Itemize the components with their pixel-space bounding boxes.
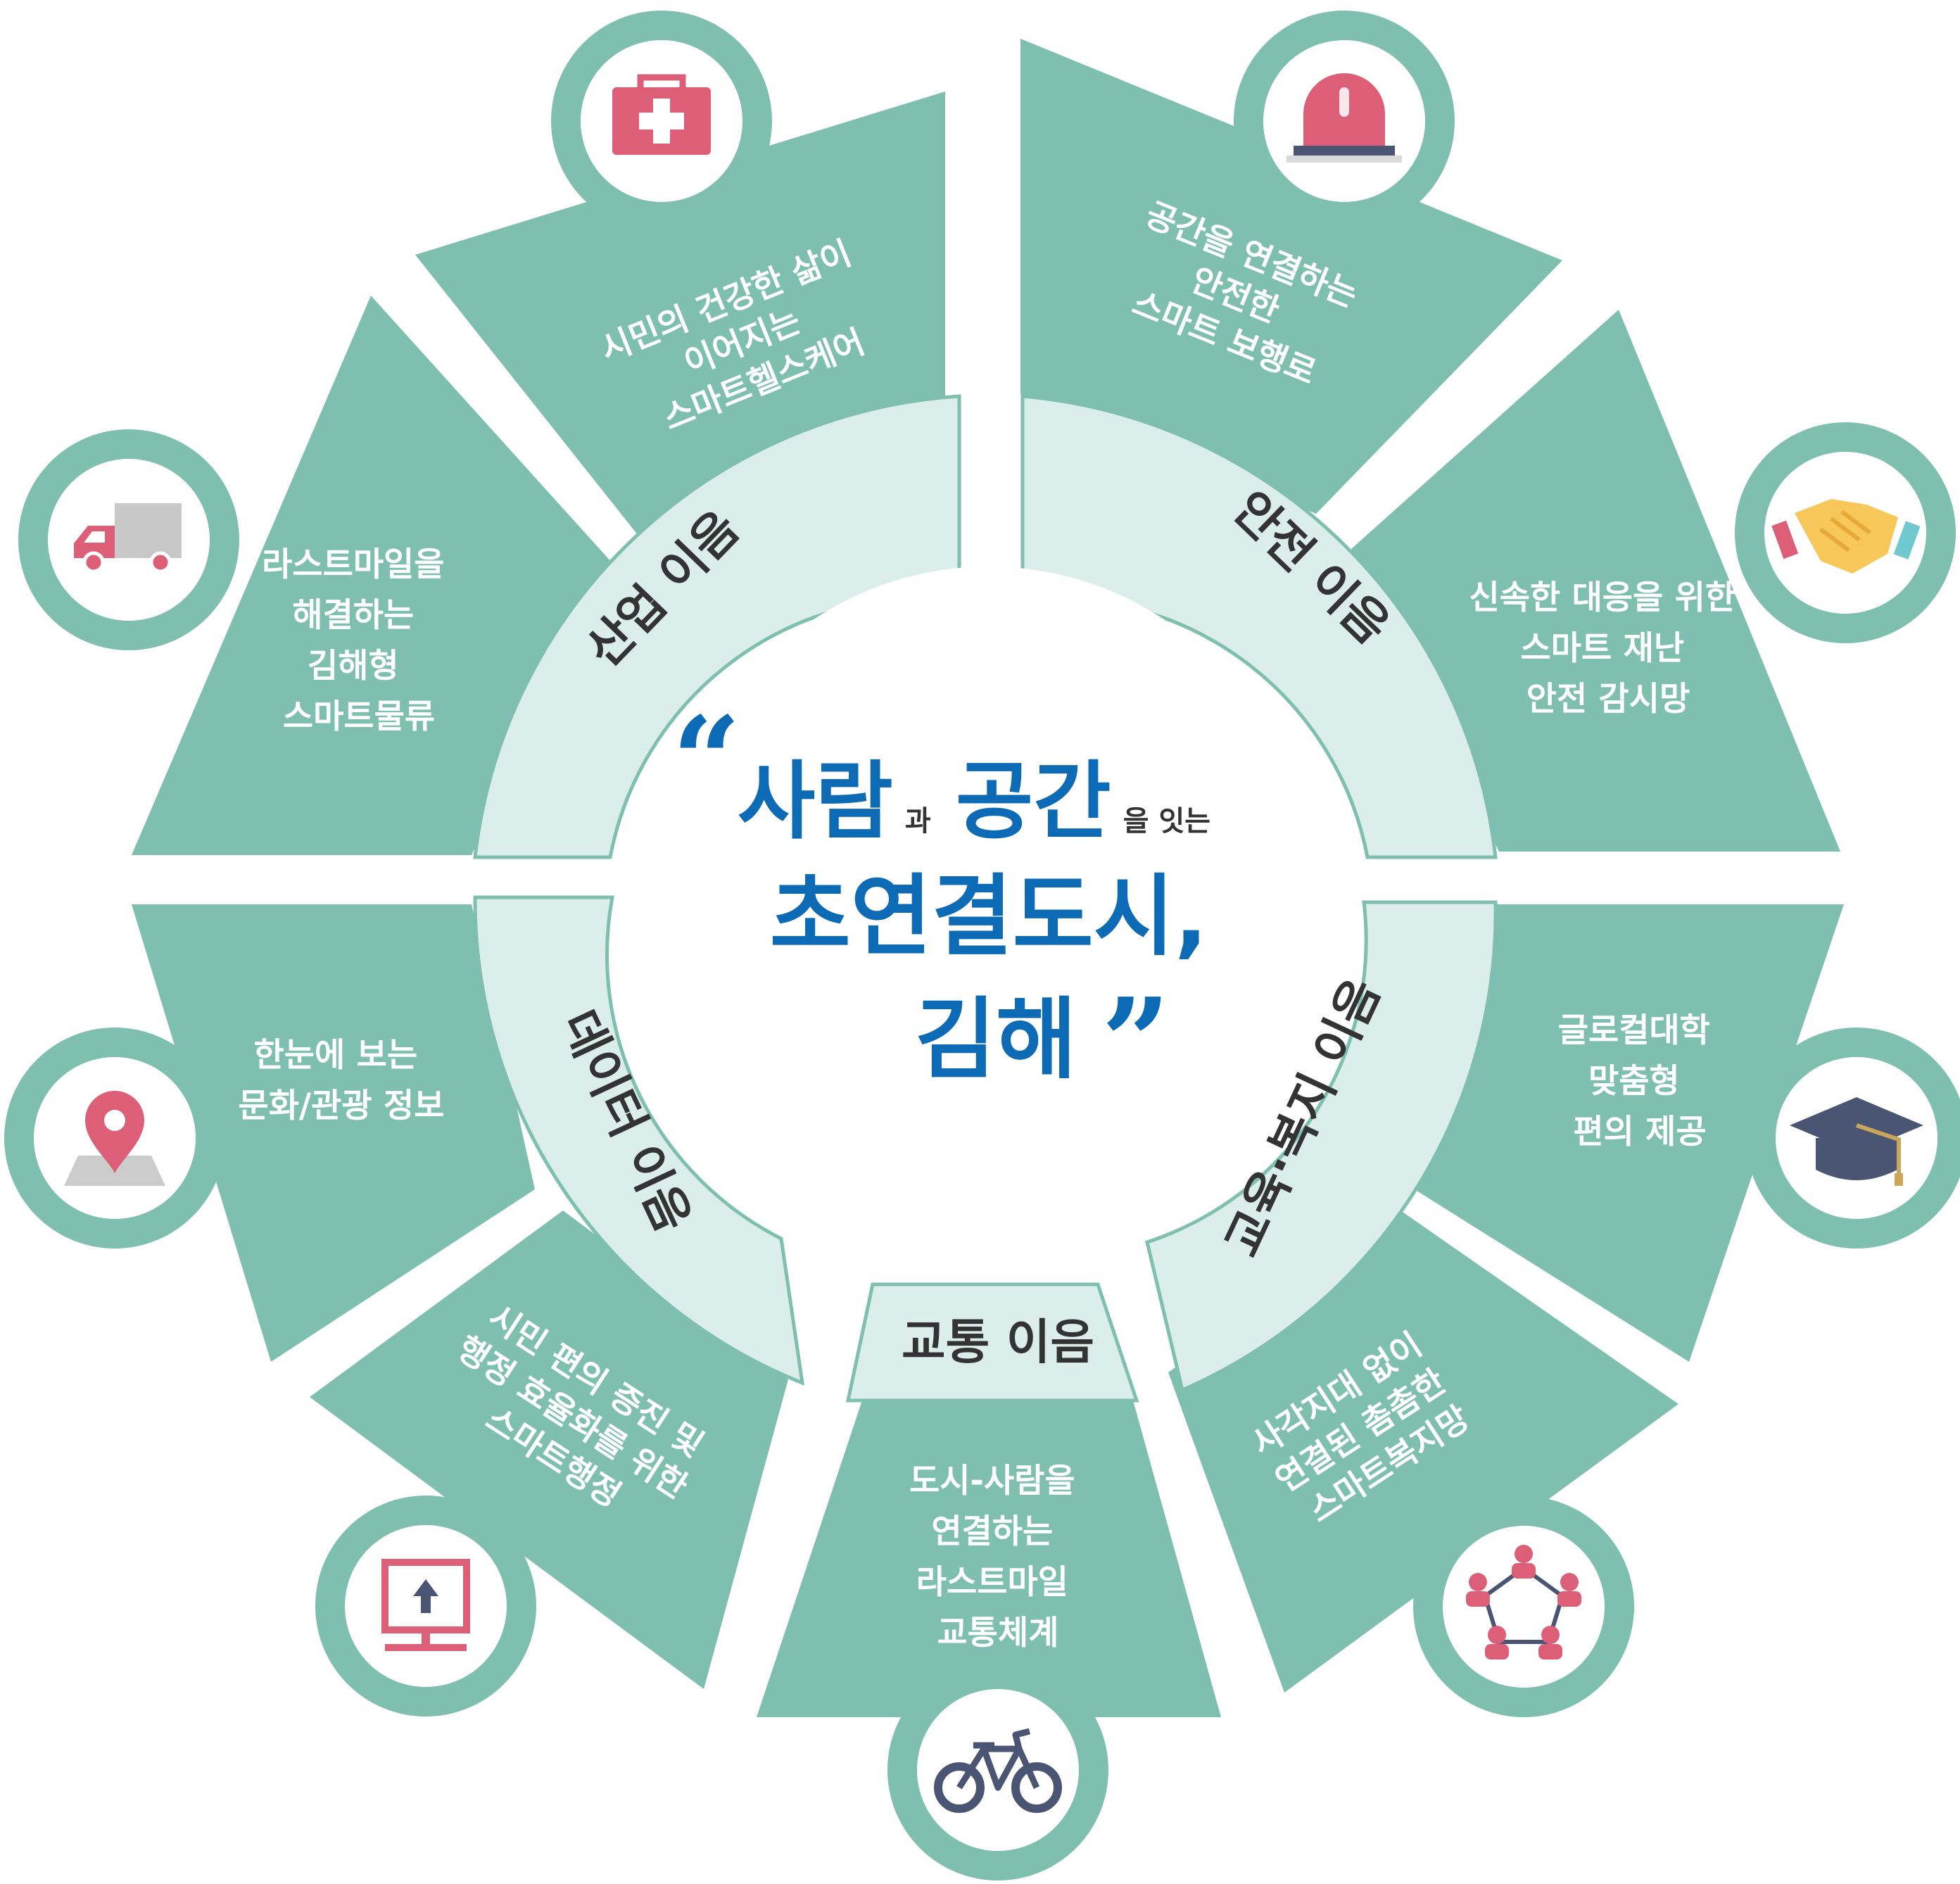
segment-text-logistics: 라스트마일을 해결하는 김해형 스마트물류 (262, 545, 456, 736)
title-particle-and: 과 (905, 805, 931, 837)
title-particle-connecting: 을 잇는 (1123, 805, 1210, 837)
ring-segment-safety (1020, 394, 1498, 859)
title-line1: 사람 과 공간 을 잇는 (738, 753, 1210, 851)
title-word-space: 공간 (956, 753, 1111, 851)
segment-text-disaster: 신속한 대응을 위한 스마트 재난 안전 감시망 (1469, 579, 1747, 719)
segment-transport (757, 1401, 1221, 1717)
segment-tourism (132, 904, 535, 1362)
segment-admin (310, 1210, 788, 1689)
central-title: “ 사람 과 공간 을 잇는 초연결도시, 김해 ” (672, 690, 1210, 1113)
open-quote: “ (672, 690, 741, 831)
segment-text-university: 글로컬대학 맞춤형 편의 제공 (1558, 1011, 1722, 1151)
segment-disaster (1351, 310, 1840, 852)
close-quote: ” (1101, 972, 1170, 1113)
bicycle-icon (934, 1728, 1062, 1813)
title-word-people: 사람 (738, 753, 893, 851)
central-ring (473, 394, 1498, 1403)
siren-icon (1286, 73, 1402, 163)
ring-segment-industry (473, 394, 961, 859)
ring-label-traffic: 교통 이음 (902, 1315, 1094, 1371)
title-line2: 초연결도시, (770, 866, 1208, 968)
first-aid-kit-icon (612, 74, 711, 155)
segment-logistics (132, 296, 612, 855)
people-network-icon (1466, 1545, 1581, 1659)
ring-segment-traffic (845, 1282, 1139, 1403)
map-pin-icon (64, 1091, 165, 1186)
segments-layer (132, 39, 1844, 1717)
monitor-upload-icon (381, 1559, 470, 1651)
handshake-icon (1771, 499, 1921, 574)
title-line3: 김해 (915, 989, 1077, 1091)
segment-university (1415, 904, 1844, 1362)
ring-segment-education-welfare (1145, 900, 1498, 1393)
segment-text-tourism: 한눈에 보는 문화/관광 정보 (239, 1036, 445, 1125)
ring-segment-administration (473, 895, 805, 1386)
segment-walkway (1020, 39, 1562, 514)
truck-icon (74, 503, 182, 574)
graduation-cap-icon (1790, 1097, 1923, 1186)
segment-welfare (1168, 1210, 1678, 1693)
segment-text-transport: 도시-사람을 연결하는 라스트마일 교통체계 (909, 1462, 1087, 1652)
